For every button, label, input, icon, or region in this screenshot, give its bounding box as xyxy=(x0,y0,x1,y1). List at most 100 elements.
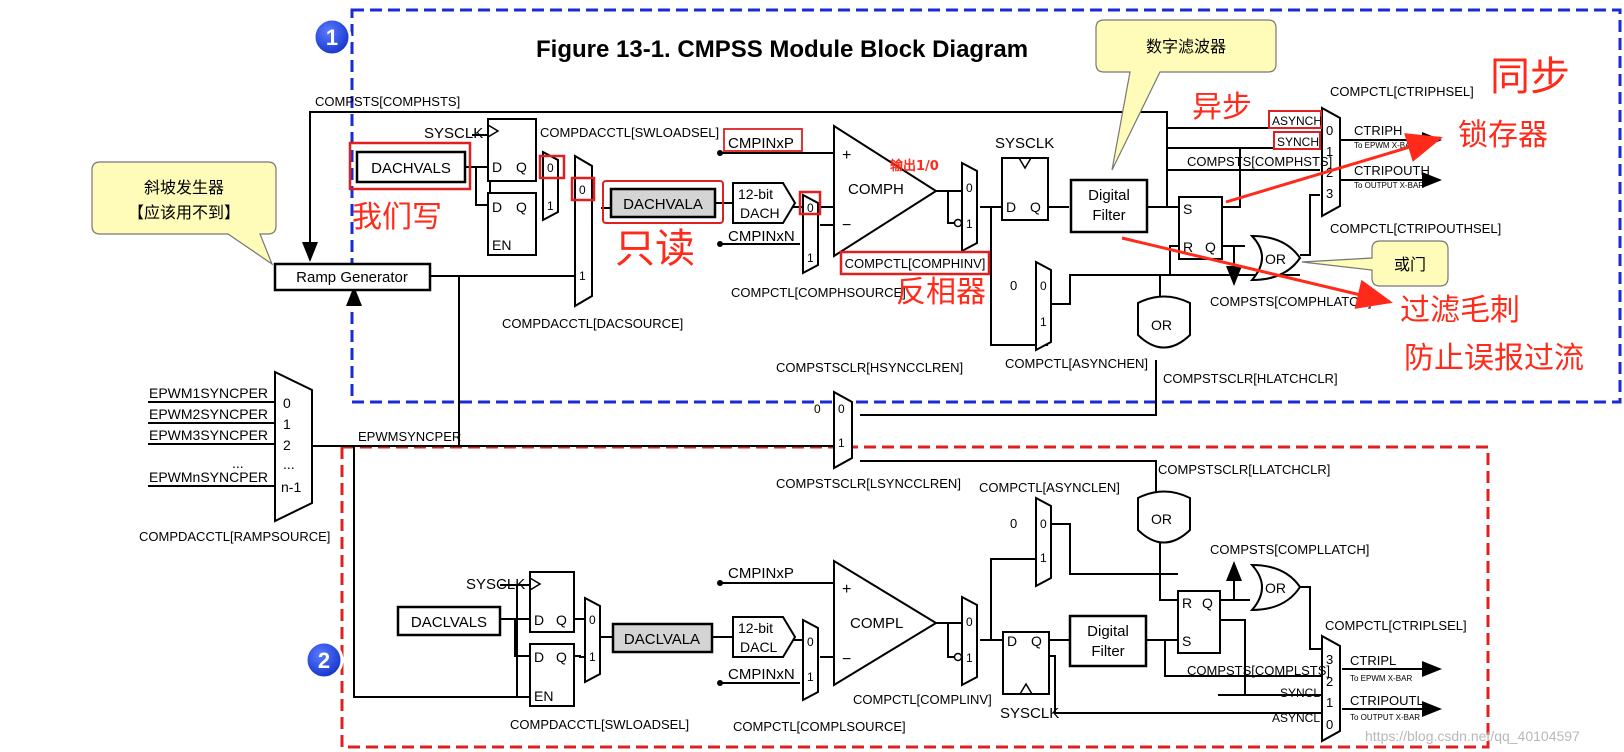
or-gate-llatchclr: OR xyxy=(1137,490,1191,544)
annot-prevent-false: 防止误报过流 xyxy=(1404,341,1584,376)
compsts-complsts-label: COMPSTS[COMPLSTS] xyxy=(1187,663,1330,678)
compsts-comphlatch-label: COMPSTS[COMPHLATCH] xyxy=(1210,294,1372,309)
svg-text:+: + xyxy=(842,581,851,598)
daclvals-label: DACLVALS xyxy=(411,614,487,631)
svg-text:1: 1 xyxy=(1040,315,1047,329)
svg-text:Q: Q xyxy=(1205,239,1216,255)
svg-text:1: 1 xyxy=(579,269,586,283)
svg-text:DACH: DACH xyxy=(740,205,780,221)
dachvala-box xyxy=(609,187,717,219)
annot-sync: 同步 xyxy=(1490,54,1570,100)
svg-text:2: 2 xyxy=(1326,674,1333,689)
dach-block xyxy=(732,182,797,224)
low-wires xyxy=(353,446,1442,717)
svg-text:S: S xyxy=(1182,633,1191,649)
svg-text:12-bit: 12-bit xyxy=(738,186,773,202)
ctriph-label: CTRIPH xyxy=(1354,123,1402,138)
ctriph-sub: To EPWM X-BAR xyxy=(1354,141,1416,150)
svg-text:1: 1 xyxy=(807,251,814,265)
compctl-ctriphsel-label: COMPCTL[CTRIPHSEL] xyxy=(1330,84,1474,99)
mux-rampsource xyxy=(274,370,313,523)
svg-text:Filter: Filter xyxy=(1091,643,1124,660)
svg-text:D: D xyxy=(1006,199,1016,215)
svg-text:S: S xyxy=(1183,201,1192,217)
dachvals-highlight xyxy=(348,141,472,191)
region-low-box xyxy=(340,445,1490,749)
mux-swloadsel-low xyxy=(584,596,601,684)
asynch-label: ASYNCH xyxy=(1272,114,1322,128)
red-annotations: 我们写 只读 输出1/0 反相器 异步 同步 锁存器 过滤毛刺 防止误报过流 xyxy=(352,54,1584,376)
compctl-ctripouthsel-label: COMPCTL[CTRIPOUTHSEL] xyxy=(1330,221,1501,236)
annot-filter-glitch: 过滤毛刺 xyxy=(1400,293,1520,328)
mux-synccplren xyxy=(833,390,853,470)
svg-text:Digital: Digital xyxy=(1088,187,1130,204)
svg-text:0: 0 xyxy=(966,181,973,195)
sysclk-label-high: SYSCLK xyxy=(424,125,483,142)
svg-text:R: R xyxy=(1182,595,1192,611)
dacl-block xyxy=(732,616,797,658)
svg-text:D: D xyxy=(492,199,502,215)
mux-dacsource-highlight xyxy=(570,176,596,202)
svg-text:Filter: Filter xyxy=(1092,207,1125,224)
sysclk-label-high-2: SYSCLK xyxy=(995,135,1054,152)
mux-ctriplsel xyxy=(1321,634,1341,743)
svg-text:D: D xyxy=(1007,633,1017,649)
compsts-compllatch-label: COMPSTS[COMPLLATCH] xyxy=(1210,542,1369,557)
epwm3-label: EPWM3SYNCPER xyxy=(149,427,268,443)
svg-text:OR: OR xyxy=(1151,317,1172,333)
epwm2-label: EPWM2SYNCPER xyxy=(149,406,268,422)
watermark: https://blog.csdn.net/qq_40104597 xyxy=(1365,728,1580,744)
or-gate-hlatchclr: OR xyxy=(1137,295,1191,349)
svg-text:R: R xyxy=(1183,239,1193,255)
annot-async: 异步 xyxy=(1192,90,1252,125)
mux-swload-highlight xyxy=(538,154,566,180)
svg-text:数字滤波器: 数字滤波器 xyxy=(1146,37,1226,56)
annotation-arrows xyxy=(1121,133,1443,309)
svg-text:0: 0 xyxy=(1010,278,1017,293)
dachvals-box xyxy=(355,150,467,184)
svg-text:Q: Q xyxy=(1030,199,1041,215)
svg-text:3: 3 xyxy=(1326,186,1333,201)
synch-highlight xyxy=(1273,131,1321,150)
compctl-complinv-label: COMPCTL[COMPLINV] xyxy=(853,692,992,707)
svg-text:1: 1 xyxy=(589,650,596,664)
annot-output-10: 输出1/0 xyxy=(890,158,939,174)
annot-we-write: 我们写 xyxy=(352,200,442,235)
ctripoutl-label: CTRIPOUTL xyxy=(1350,693,1424,708)
svg-text:1: 1 xyxy=(283,416,291,432)
daclvala-label: DACLVALA xyxy=(624,631,700,648)
svg-text:0: 0 xyxy=(814,402,821,416)
compl-label: COMPL xyxy=(850,615,903,632)
mux-asynclen xyxy=(1035,496,1052,588)
svg-text:1: 1 xyxy=(966,651,973,665)
svg-text:2: 2 xyxy=(318,648,330,673)
diagram-title: Figure 13-1. CMPSS Module Block Diagram xyxy=(536,36,1028,63)
svg-text:EN: EN xyxy=(492,237,511,253)
svg-text:3: 3 xyxy=(1326,652,1333,667)
svg-text:OR: OR xyxy=(1151,511,1172,527)
svg-text:0: 0 xyxy=(579,183,586,197)
callout-digital-filter: 数字滤波器 xyxy=(1095,19,1277,171)
daclvals-box xyxy=(396,605,502,637)
mux-complsource xyxy=(802,618,819,702)
svg-text:D: D xyxy=(534,612,544,628)
mux-complinv xyxy=(961,595,978,687)
compctl-asynclen-label: COMPCTL[ASYNCLEN] xyxy=(979,480,1120,495)
compsts-comphsts-label: COMPSTS[COMPHSTS] xyxy=(1187,154,1332,169)
svg-text:【应该用不到】: 【应该用不到】 xyxy=(128,203,240,222)
compstsclr-lsynccplren-label: COMPSTSCLR[LSYNCCLREN] xyxy=(776,476,961,491)
svg-text:1: 1 xyxy=(807,670,814,684)
compdacctl-swloadsel-label: COMPDACCTL[SWLOADSEL] xyxy=(540,125,719,140)
svg-text:Q: Q xyxy=(1202,595,1213,611)
ramp-generator-label: Ramp Generator xyxy=(296,269,408,286)
annot-latch: 锁存器 xyxy=(1458,118,1548,153)
compstsclr-hlatchclr-label: COMPSTSCLR[HLATCHCLR] xyxy=(1163,371,1338,386)
compstsclr-llatchclr-label: COMPSTSCLR[LLATCHCLR] xyxy=(1158,462,1330,477)
svg-text:Q: Q xyxy=(516,159,527,175)
svg-text:Q: Q xyxy=(516,199,527,215)
cmpinxn-high-label: CMPINxN xyxy=(728,228,795,245)
daclvala-box xyxy=(611,622,714,654)
cmpinxp-low-label: CMPINxP xyxy=(728,565,794,582)
svg-text:1: 1 xyxy=(1326,695,1333,710)
asynch-highlight xyxy=(1268,110,1322,129)
